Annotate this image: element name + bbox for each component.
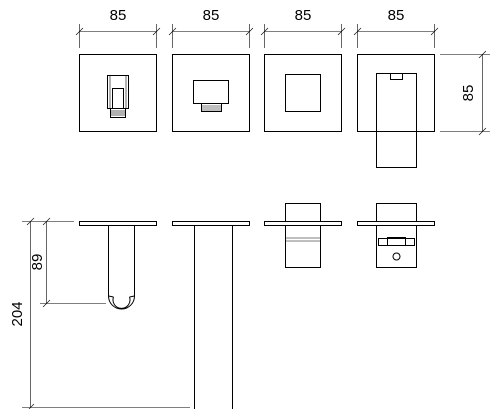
side-view-wall-outlet [172,221,250,409]
dimension-label: 85 [388,7,405,24]
dimension-width-1: 85 [75,7,161,48]
front-view-wall-outlet [172,54,250,132]
dimension-height-plate: 85 [440,50,490,136]
dimension-depth-total: 204 [9,217,190,409]
dimension-label: 85 [295,7,312,24]
dimension-width-4: 85 [353,7,439,48]
dimension-label: 85 [203,7,220,24]
dimension-width-3: 85 [260,7,346,48]
dimension-depth-holder: 89 [29,217,106,308]
dimension-label: 204 [9,301,26,326]
front-view-mixer-with-lever [357,54,435,168]
front-view-square-plate [264,54,342,132]
side-view-mixer-with-lever [357,203,435,268]
dimension-label: 85 [460,85,477,102]
dimension-label: 89 [29,254,46,271]
side-view-square-plate [264,203,342,268]
dimension-width-2: 85 [168,7,254,48]
side-view-hand-shower-holder [79,221,157,310]
front-view-hand-shower-holder [79,54,157,132]
dimension-label: 85 [110,7,127,24]
